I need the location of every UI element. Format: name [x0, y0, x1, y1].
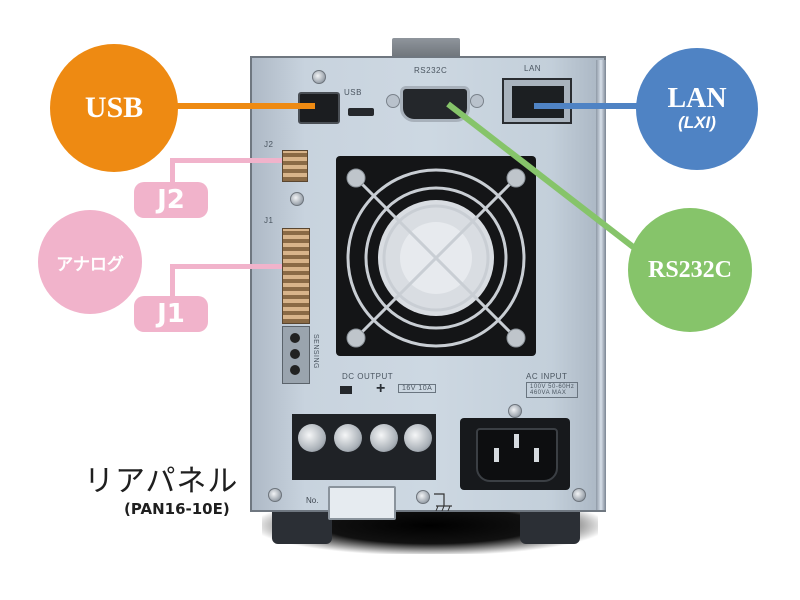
j1-tag: J1	[134, 296, 208, 332]
analog-callout-label: アナログ	[56, 254, 124, 275]
db9-screw-left	[386, 94, 400, 108]
cooling-fan	[336, 156, 536, 356]
top-handle	[392, 38, 460, 58]
terminal-screw	[404, 424, 432, 452]
screw-icon	[290, 192, 304, 206]
serial-number-plate	[328, 486, 396, 520]
panel-side-edge	[596, 60, 606, 510]
inlet-pin	[534, 448, 539, 462]
ac-rating-line-2: 460VA MAX	[530, 390, 567, 396]
usb-mini-port	[348, 108, 374, 116]
screw-icon	[312, 70, 326, 84]
analog-callout-bubble: アナログ	[38, 210, 142, 314]
j1-callout-line	[170, 264, 282, 269]
rs232c-callout-label: RS232C	[647, 256, 732, 283]
serial-no-label: No.	[306, 496, 319, 505]
device-foot-left	[272, 510, 332, 544]
usb-port-label: USB	[344, 88, 362, 97]
ac-input-label: AC INPUT	[526, 372, 568, 381]
inlet-pin	[494, 448, 499, 462]
j1-port-label: J1	[264, 216, 274, 225]
lan-port-socket	[512, 86, 564, 118]
caption-model: (PAN16-10E)	[124, 500, 230, 518]
j2-port-label: J2	[264, 140, 274, 149]
j1-callout-line-vertical	[170, 264, 175, 300]
lxi-label: LXI	[683, 113, 711, 132]
terminal-screw	[298, 424, 326, 452]
lan-callout-label: LAN	[667, 83, 727, 114]
j2-tag: J2	[134, 182, 208, 218]
usb-callout-line	[175, 103, 315, 109]
rs232c-port	[400, 86, 470, 122]
sensing-label: SENSING	[312, 334, 319, 370]
sense-hole	[290, 349, 300, 359]
lan-callout-bubble: LAN (LXI)	[636, 48, 758, 170]
dc-rating-label: 16V 10A	[398, 384, 437, 393]
sense-hole	[290, 333, 300, 343]
lan-port-label: LAN	[524, 64, 542, 73]
usb-callout-bubble: USB	[50, 44, 178, 172]
ground-screw-icon	[416, 490, 430, 504]
ac-inlet-socket	[476, 428, 558, 482]
lan-callout-line	[534, 103, 644, 109]
sensing-terminal	[282, 326, 310, 384]
j1-connector	[282, 228, 310, 324]
rs232c-callout-line	[446, 101, 652, 263]
dc-output-terminal-block	[292, 414, 436, 480]
device-foot-right	[520, 510, 580, 544]
screw-icon	[572, 488, 586, 502]
inlet-pin	[514, 434, 519, 448]
dc-output-label: DC OUTPUT	[342, 372, 394, 381]
sense-hole	[290, 365, 300, 375]
lxi-logo: (LXI)	[678, 113, 716, 132]
ground-symbol-icon	[434, 493, 452, 512]
ac-rating-box: 100V 50-60Hz 460VA MAX	[526, 382, 579, 398]
j2-connector	[282, 150, 308, 182]
usb-callout-label: USB	[84, 91, 144, 124]
rs232c-port-label: RS232C	[414, 66, 448, 75]
screw-icon	[508, 404, 522, 418]
rs232c-callout-bubble: RS232C	[628, 208, 752, 332]
ac-rating-line-1: 100V 50-60Hz	[530, 384, 575, 390]
plus-label: +	[376, 380, 386, 397]
minus-icon	[340, 386, 352, 394]
j2-callout-line	[170, 158, 282, 163]
terminal-screw	[334, 424, 362, 452]
terminal-screw	[370, 424, 398, 452]
screw-icon	[268, 488, 282, 502]
j2-callout-line-vertical	[170, 158, 175, 190]
db9-screw-right	[470, 94, 484, 108]
fan-guard-icon	[346, 168, 526, 348]
caption-title: リアパネル	[84, 464, 239, 499]
